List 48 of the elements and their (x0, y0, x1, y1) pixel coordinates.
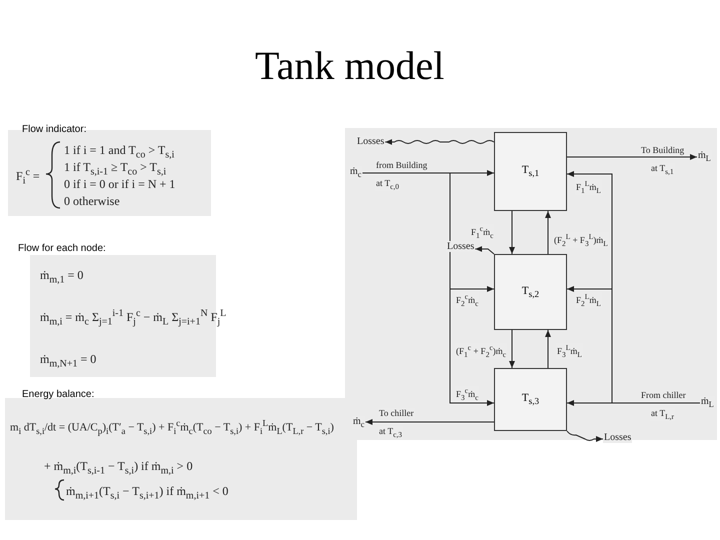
edge-label: from Building (375, 160, 428, 170)
flow-label: ṁ$_{L}$ (700, 396, 715, 409)
tank-node-box (494, 254, 567, 330)
arrow (545, 330, 551, 368)
tank-node-box (494, 132, 567, 211)
arrow (566, 154, 698, 160)
node-label: T$_{s,1}$ (522, 164, 540, 179)
section-heading: Flow indicator: (22, 124, 86, 135)
flow-label: ṁ$_{c}$ (352, 416, 366, 429)
equation-line: 1 if i = 1 and T$_{co}$ > T$_{s,i}$ (64, 143, 174, 160)
edge-label: To Building (640, 145, 686, 155)
temperature-label: at T$_{c,3}$ (378, 426, 404, 439)
equation: ṁ$_{m,N+1}$ = 0 (40, 352, 96, 370)
flow-label: Losses (356, 136, 386, 147)
wavy-arrow (384, 139, 494, 145)
edge-label: F$_{2}$$^{L}$ṁ$_{L}$ (575, 292, 602, 308)
edge-label: To chiller (378, 408, 415, 418)
edge-label: From chiller (640, 390, 687, 400)
arrow (509, 330, 515, 368)
equation-line: + ṁ$_{m,i}$(T$_{s,i-1}$ − T$_{s,i}$) if ṁ$_{m,i}$ > 0 (44, 459, 193, 476)
edge-label: F$_{3}$$^{L}$ṁ$_{L}$ (556, 343, 583, 359)
equation-line: 0 if i = 0 or if i = N + 1 (64, 177, 176, 192)
equation-line: 0 otherwise (64, 194, 120, 209)
section-heading: Flow for each node: (18, 243, 106, 254)
equation-line: 1 if T$_{s,i-1}$ ≥ T$_{co}$ > T$_{s,i}$ (64, 160, 166, 178)
flow-label: Losses (603, 432, 632, 443)
flow-label: ṁ$_{L}$ (697, 150, 712, 163)
wavy-arrow (474, 246, 494, 254)
wavy-arrow (566, 430, 604, 442)
node-label: T$_{s,3}$ (522, 392, 540, 407)
equation-line: ṁ$_{m,i+1}$(T$_{s,i}$ − T$_{s,i+1}$) if ṁ$_{m,i+1}$ < 0 (66, 484, 228, 502)
temperature-label: at T$_{L,r}$ (650, 408, 676, 421)
equation: F$_{i}$$^{c}$ = (16, 167, 40, 186)
node-label: T$_{s,2}$ (522, 284, 540, 300)
section-heading: Energy balance: (22, 389, 94, 400)
flow-label: Losses (446, 241, 476, 252)
equation: m$_{i}$ dT$_{s,i}$/dt = (UA/C$_{p}$)$_{i}$(T′$_{a}$ − T$_{s,i}$) + F$_{i}$$^{c}$ṁ$_{c}$(T$_{co}$ − T$_{s,i}$) + F$_{i}$$^{L}$ṁ$_{L}$(T$_{L,r}$ − T$_{s,i}$) (10, 418, 334, 436)
slide-title: Tank model (255, 42, 444, 89)
temperature-label: at T$_{c,0}$ (375, 178, 400, 191)
temperature-label: at T$_{s,1}$ (650, 163, 675, 176)
edge-label: (F$_{2}$$^{L}$ + F$_{3}$$^{L}$)ṁ$_{L}$ (553, 232, 609, 248)
arrow (365, 419, 494, 425)
arrow (509, 210, 515, 254)
arrow (545, 210, 551, 254)
edge-label: F$_{1}$$^{L}$ṁ$_{L}$ (575, 179, 602, 195)
equation: ṁ$_{m,1}$ = 0 (40, 268, 84, 286)
tank-node-box (494, 368, 567, 431)
flow-label: ṁ$_{c}$ (349, 166, 362, 179)
